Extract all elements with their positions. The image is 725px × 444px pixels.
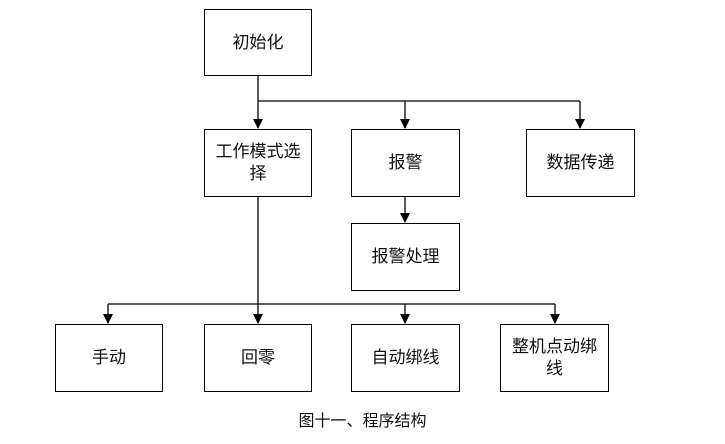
node-auto-bind-label: 自动绑线 [371, 348, 440, 368]
node-mode-select: 工作模式选择 [204, 129, 312, 197]
node-data-transfer-label: 数据传递 [546, 153, 615, 173]
node-alarm-handle-label: 报警处理 [371, 247, 440, 267]
node-auto-bind: 自动绑线 [351, 324, 460, 392]
figure-caption: 图十一、程序结构 [298, 411, 427, 430]
node-data-transfer: 数据传递 [526, 129, 635, 197]
node-jog-bind: 整机点动绑线 [500, 324, 609, 392]
node-jog-bind-label: 整机点动绑线 [512, 337, 597, 379]
node-alarm: 报警 [351, 129, 460, 197]
node-init-label: 初始化 [232, 32, 284, 53]
node-zero-label: 回零 [241, 348, 275, 368]
node-manual-label: 手动 [92, 348, 126, 368]
node-mode-select-label: 工作模式选择 [215, 142, 301, 184]
node-zero: 回零 [204, 324, 312, 392]
node-manual: 手动 [55, 324, 163, 392]
node-alarm-label: 报警 [388, 153, 423, 173]
node-init: 初始化 [204, 9, 312, 76]
node-alarm-handle: 报警处理 [351, 223, 460, 291]
